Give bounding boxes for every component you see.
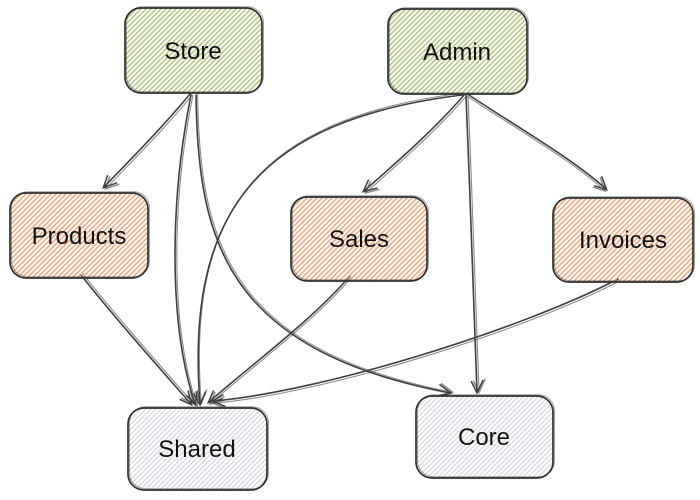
node-admin-label: Admin (423, 39, 491, 66)
edge-admin-to-shared (193, 94, 463, 407)
node-store-label: Store (164, 38, 221, 65)
node-sales-box[interactable] (290, 196, 428, 282)
edge-admin-to-core (465, 94, 484, 395)
node-shared-box-rough (129, 406, 269, 490)
node-products-box-rough (11, 191, 150, 278)
edge-store-to-products-rough (104, 94, 193, 191)
nodes-layer: Store Admin Products Sales Invoices (9, 6, 695, 491)
node-core[interactable]: Core (415, 394, 555, 479)
node-store[interactable]: Store (124, 6, 264, 94)
node-invoices[interactable]: Invoices (552, 196, 695, 283)
edge-invoices-to-shared-rough (211, 280, 620, 410)
edge-store-to-shared-rough (176, 95, 200, 408)
edge-admin-to-shared-rough (194, 92, 464, 405)
node-core-box[interactable] (415, 395, 554, 479)
edges-layer (80, 92, 620, 410)
node-products-box[interactable] (9, 192, 149, 279)
edge-products-to-shared (80, 274, 193, 407)
node-invoices-box[interactable] (552, 197, 694, 283)
node-products-label: Products (32, 223, 127, 250)
edge-store-to-shared (174, 94, 199, 407)
edge-admin-to-core-rough (467, 93, 486, 395)
node-core-box-rough (417, 394, 555, 478)
node-sales-box-rough (292, 195, 429, 281)
node-sales-label: Sales (329, 226, 389, 253)
node-shared[interactable]: Shared (127, 406, 269, 491)
edge-sales-to-shared (206, 275, 351, 404)
edge-admin-to-sales-rough (363, 95, 467, 195)
edge-products-to-shared-rough (82, 273, 195, 405)
edge-store-to-products (102, 93, 191, 189)
node-admin[interactable]: Admin (387, 7, 529, 95)
node-invoices-label: Invoices (579, 227, 667, 254)
node-core-label: Core (458, 424, 510, 451)
edge-invoices-to-shared (210, 278, 619, 408)
node-invoices-box-rough (554, 196, 695, 282)
edge-store-to-core (195, 94, 453, 398)
node-shared-box[interactable] (127, 407, 268, 491)
node-sales[interactable]: Sales (290, 195, 429, 282)
node-products[interactable]: Products (9, 191, 150, 279)
node-admin-box[interactable] (387, 8, 528, 95)
node-admin-box-rough (389, 7, 529, 94)
node-store-box-rough (126, 6, 264, 93)
edge-sales-to-shared-rough (208, 276, 353, 406)
node-shared-label: Shared (158, 436, 235, 463)
node-store-box[interactable] (124, 7, 263, 94)
edge-admin-to-invoices-rough (467, 95, 607, 193)
